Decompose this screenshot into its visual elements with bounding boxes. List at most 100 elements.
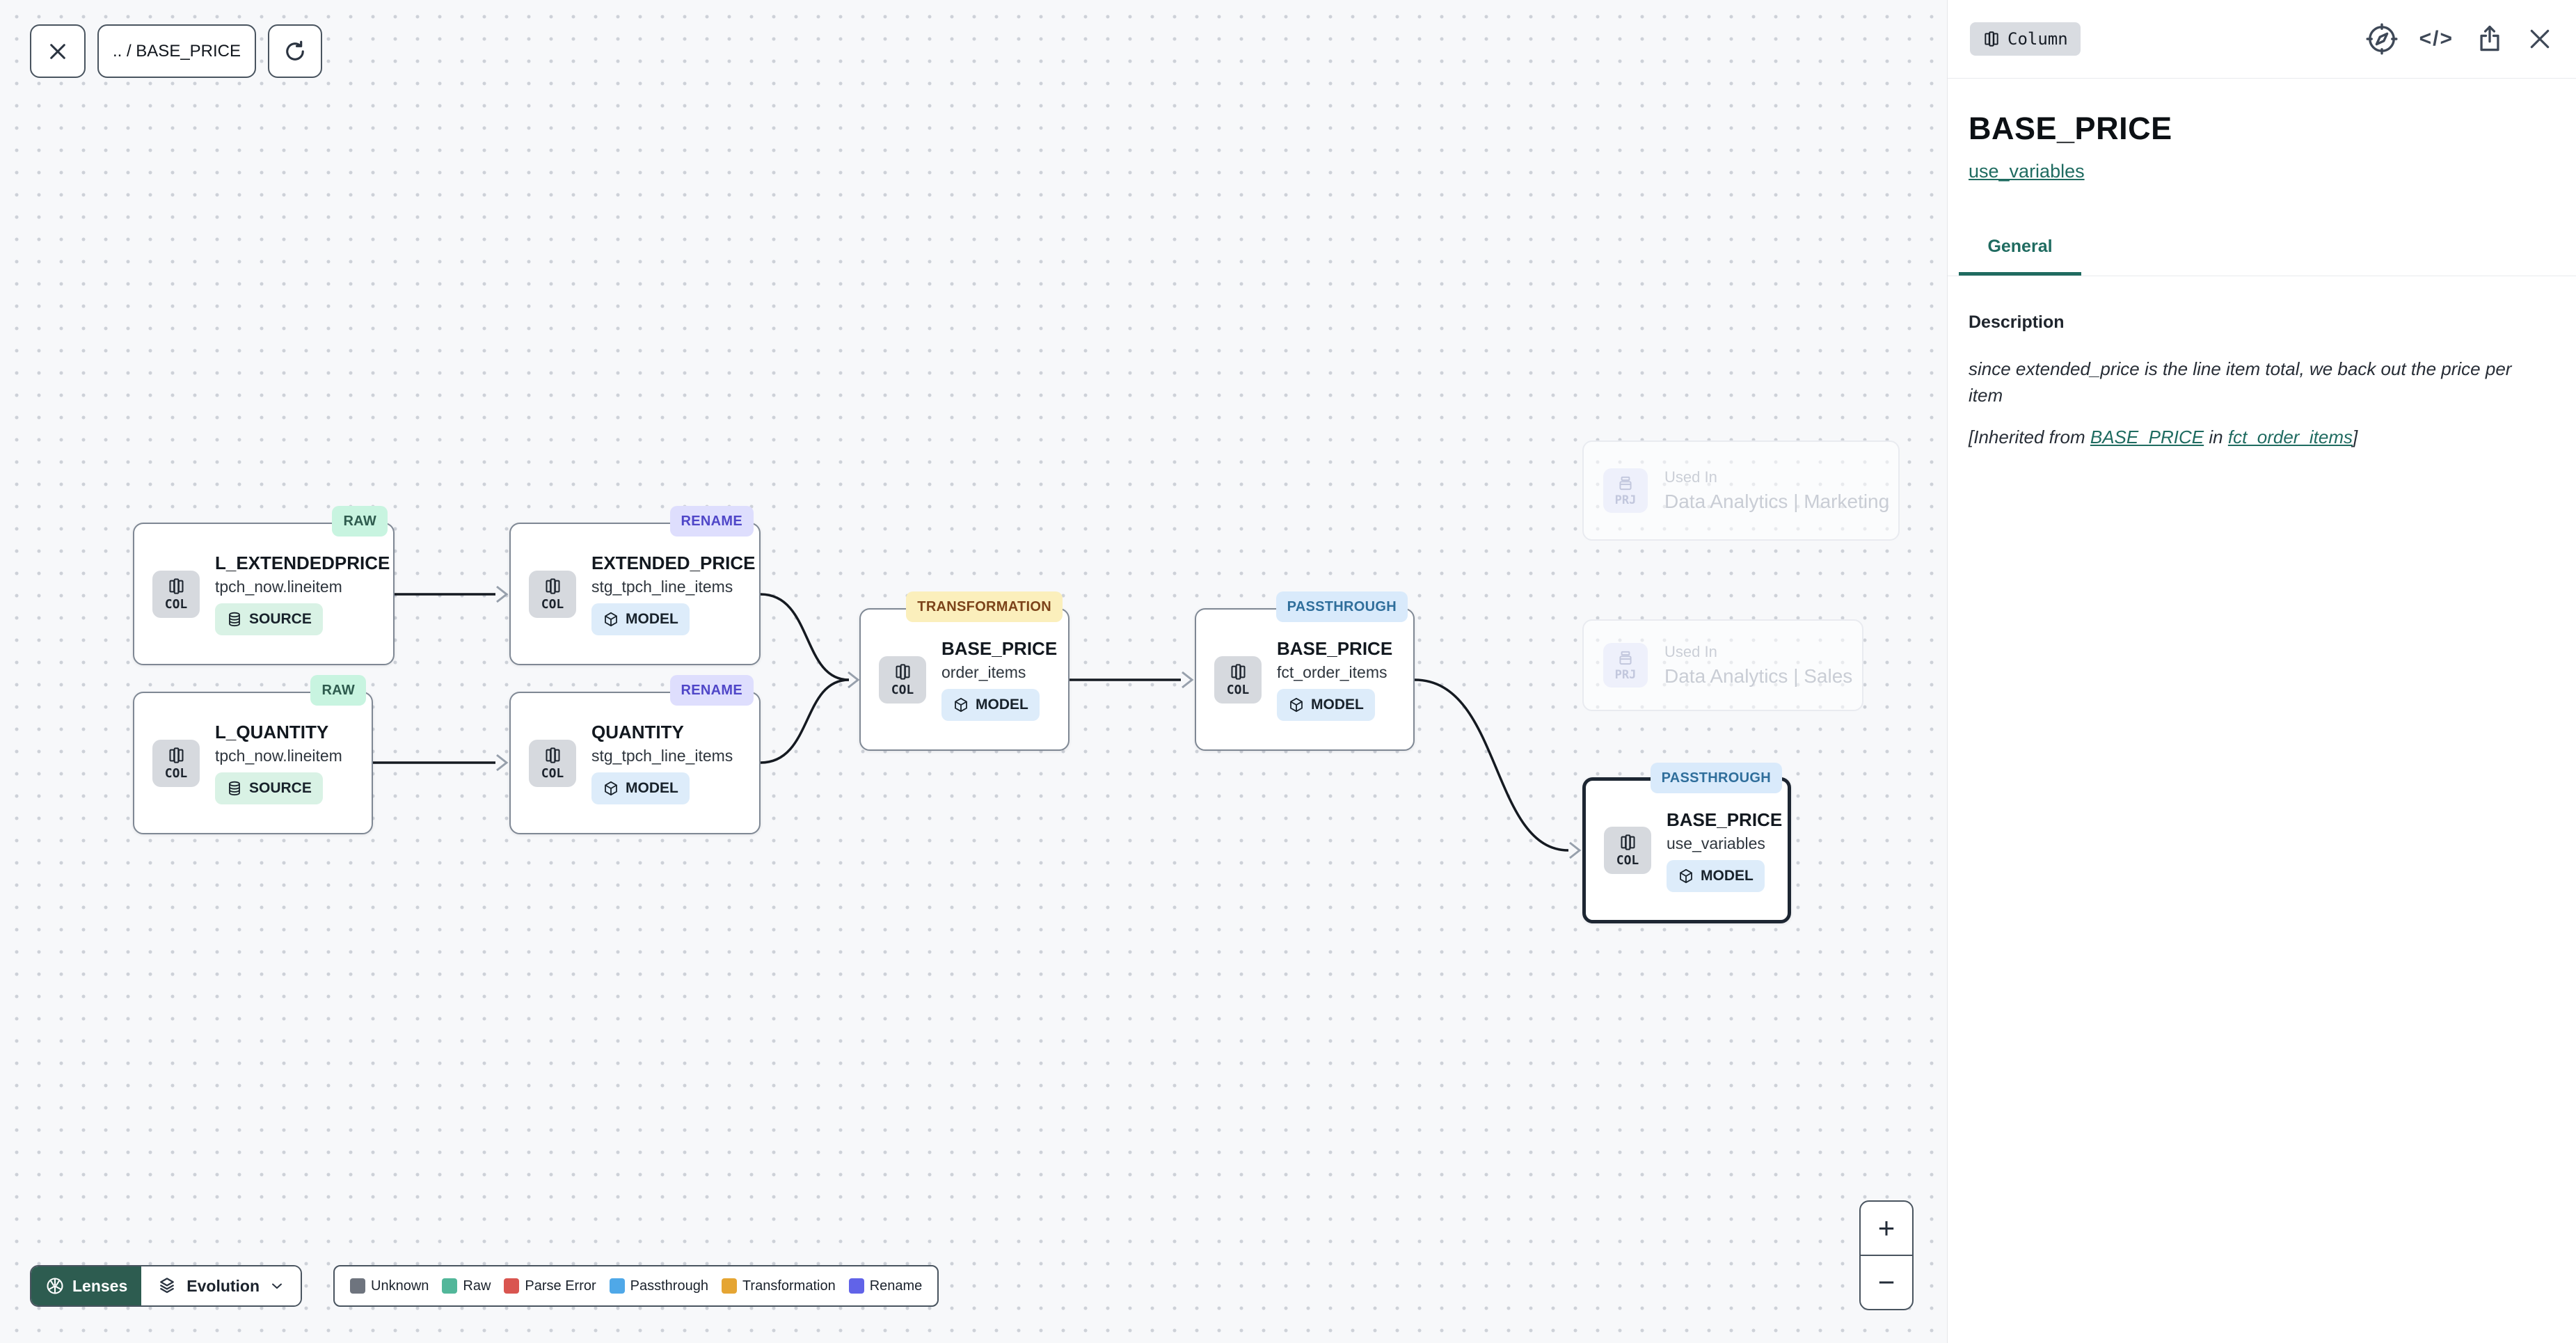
evolution-badge: RAW bbox=[310, 675, 366, 706]
database-icon bbox=[229, 612, 240, 627]
node-subtitle: use_variables bbox=[1667, 834, 1765, 852]
breadcrumb-label: .. / BASE_PRICE bbox=[112, 41, 241, 61]
refresh-button[interactable] bbox=[268, 24, 322, 78]
col-chip-label: COL bbox=[541, 765, 564, 781]
node-subtitle: order_items bbox=[941, 663, 1026, 681]
used-in-node-sales[interactable]: PRJ Used In Data Analytics | Sales bbox=[1582, 619, 1863, 711]
node-subtitle: stg_tpch_line_items bbox=[591, 578, 733, 596]
kind-chip-label: MODEL bbox=[626, 780, 678, 796]
column-type-chip: COL bbox=[529, 570, 576, 618]
entity-type-badge: Column bbox=[1970, 22, 2081, 56]
node-quantity[interactable]: RENAME COL QUANTITY stg_tpch_line_items … bbox=[509, 675, 761, 834]
kind-chip-model: MODEL bbox=[1667, 859, 1765, 892]
model-cube-icon bbox=[955, 697, 967, 713]
canvas-zoom-control: + − bbox=[1859, 1200, 1914, 1310]
column-icon bbox=[168, 747, 184, 763]
node-subtitle: stg_tpch_line_items bbox=[591, 747, 733, 765]
chevron-down-icon bbox=[272, 1283, 283, 1289]
share-export-button[interactable] bbox=[2474, 24, 2505, 54]
description-body: since extended_price is the line item to… bbox=[1969, 358, 2512, 406]
lens-mode-dropdown[interactable]: Evolution bbox=[141, 1266, 301, 1305]
node-title: BASE_PRICE bbox=[1277, 638, 1393, 659]
legend-swatch-transformation bbox=[721, 1278, 737, 1294]
lineage-canvas[interactable]: .. / BASE_PRICE RAW COL L_EXTENDEDPRICE … bbox=[0, 0, 1947, 1343]
close-panel-button[interactable] bbox=[2526, 25, 2554, 53]
column-icon bbox=[168, 578, 184, 594]
legend-label: Passthrough bbox=[630, 1278, 708, 1294]
node-title: BASE_PRICE bbox=[1667, 809, 1783, 830]
project-icon bbox=[1619, 651, 1632, 665]
inherited-suffix: ] bbox=[2353, 427, 2358, 448]
tab-general[interactable]: General bbox=[1959, 237, 2081, 276]
column-type-chip: COL bbox=[1214, 655, 1262, 704]
evolution-badge: PASSTHROUGH bbox=[1650, 763, 1782, 793]
used-in-title: Data Analytics | Sales bbox=[1664, 665, 1853, 687]
breadcrumb[interactable]: .. / BASE_PRICE bbox=[97, 24, 256, 78]
col-chip-label: COL bbox=[164, 765, 188, 781]
evolution-layers-icon bbox=[160, 1278, 175, 1294]
node-title: L_QUANTITY bbox=[215, 722, 329, 742]
used-in-title: Data Analytics | Marketing bbox=[1664, 491, 1890, 512]
inherited-note: [Inherited from BASE_PRICE in fct_order_… bbox=[1969, 427, 2555, 448]
used-in-node-marketing[interactable]: PRJ Used In Data Analytics | Marketing bbox=[1582, 440, 1900, 541]
legend-swatch-raw bbox=[442, 1278, 458, 1294]
kind-chip-model: MODEL bbox=[941, 689, 1040, 721]
node-base-price-order-items[interactable]: TRANSFORMATION COL BASE_PRICE order_item… bbox=[859, 591, 1070, 751]
kind-chip-label: SOURCE bbox=[249, 780, 312, 796]
explore-compass-button[interactable] bbox=[2365, 22, 2399, 56]
project-icon bbox=[1619, 476, 1632, 490]
node-extended-price[interactable]: RENAME COL EXTENDED_PRICE stg_tpch_line_… bbox=[509, 506, 761, 665]
model-cube-icon bbox=[1680, 868, 1692, 883]
inherited-middle: in bbox=[2204, 427, 2228, 448]
node-base-price-fct-order-items[interactable]: PASSTHROUGH COL BASE_PRICE fct_order_ite… bbox=[1195, 591, 1415, 751]
column-icon bbox=[545, 747, 560, 763]
node-base-price-use-variables-selected[interactable]: PASSTHROUGH COL BASE_PRICE use_variables… bbox=[1582, 763, 1791, 923]
panel-tabs: General bbox=[1948, 237, 2576, 276]
used-in-label: Used In bbox=[1664, 468, 1717, 486]
legend-label: Rename bbox=[869, 1278, 923, 1294]
node-l-extendedprice[interactable]: RAW COL L_EXTENDEDPRICE tpch_now.lineite… bbox=[133, 506, 395, 665]
project-type-chip: PRJ bbox=[1603, 468, 1648, 513]
column-type-chip: COL bbox=[879, 655, 926, 704]
column-icon bbox=[545, 578, 560, 594]
lens-mode-label: Evolution bbox=[186, 1276, 260, 1295]
node-title: BASE_PRICE bbox=[941, 638, 1058, 659]
model-link[interactable]: use_variables bbox=[1969, 161, 2085, 182]
kind-chip-label: MODEL bbox=[626, 611, 678, 627]
evolution-badge: TRANSFORMATION bbox=[906, 591, 1063, 622]
node-subtitle: tpch_now.lineitem bbox=[215, 578, 342, 596]
inherited-prefix: [Inherited from bbox=[1969, 427, 2090, 448]
column-type-chip: COL bbox=[152, 570, 200, 618]
view-code-button[interactable]: </> bbox=[2419, 27, 2454, 50]
legend-swatch-rename bbox=[848, 1278, 864, 1294]
entity-type-label: Column bbox=[2007, 29, 2068, 49]
project-type-chip: PRJ bbox=[1603, 643, 1648, 688]
lenses-button-label: Lenses bbox=[72, 1276, 128, 1295]
inherited-model-link[interactable]: fct_order_items bbox=[2227, 427, 2353, 448]
kind-chip-model: MODEL bbox=[1277, 689, 1375, 721]
panel-title: BASE_PRICE bbox=[1969, 111, 2172, 146]
used-in-label: Used In bbox=[1664, 643, 1717, 660]
database-icon bbox=[229, 781, 240, 796]
evolution-badge: RAW bbox=[332, 506, 388, 537]
legend-label: Unknown bbox=[371, 1278, 429, 1294]
lenses-button[interactable]: Lenses bbox=[31, 1266, 142, 1305]
inherited-column-link[interactable]: BASE_PRICE bbox=[2090, 427, 2204, 448]
legend-swatch-parse-error bbox=[504, 1278, 520, 1294]
panel-header: Column </> bbox=[1948, 0, 2576, 79]
zoom-in-button[interactable]: + bbox=[1861, 1202, 1912, 1256]
panel-actions: </> bbox=[2365, 22, 2554, 56]
legend-item-raw: Raw bbox=[442, 1278, 491, 1294]
column-icon bbox=[895, 663, 910, 680]
evolution-badge: RENAME bbox=[669, 506, 754, 537]
close-lineage-button[interactable] bbox=[30, 24, 86, 78]
column-icon bbox=[1985, 31, 1998, 47]
column-icon bbox=[1620, 834, 1635, 850]
zoom-out-button[interactable]: − bbox=[1877, 1266, 1895, 1298]
node-l-quantity[interactable]: RAW COL L_QUANTITY tpch_now.lineitem SOU… bbox=[133, 675, 373, 834]
kind-chip-source: SOURCE bbox=[215, 772, 323, 804]
kind-chip-label: MODEL bbox=[1701, 867, 1754, 884]
close-icon bbox=[2530, 29, 2550, 49]
lenses-control-group: Lenses Evolution bbox=[30, 1265, 303, 1307]
lineage-edges bbox=[373, 585, 1582, 859]
